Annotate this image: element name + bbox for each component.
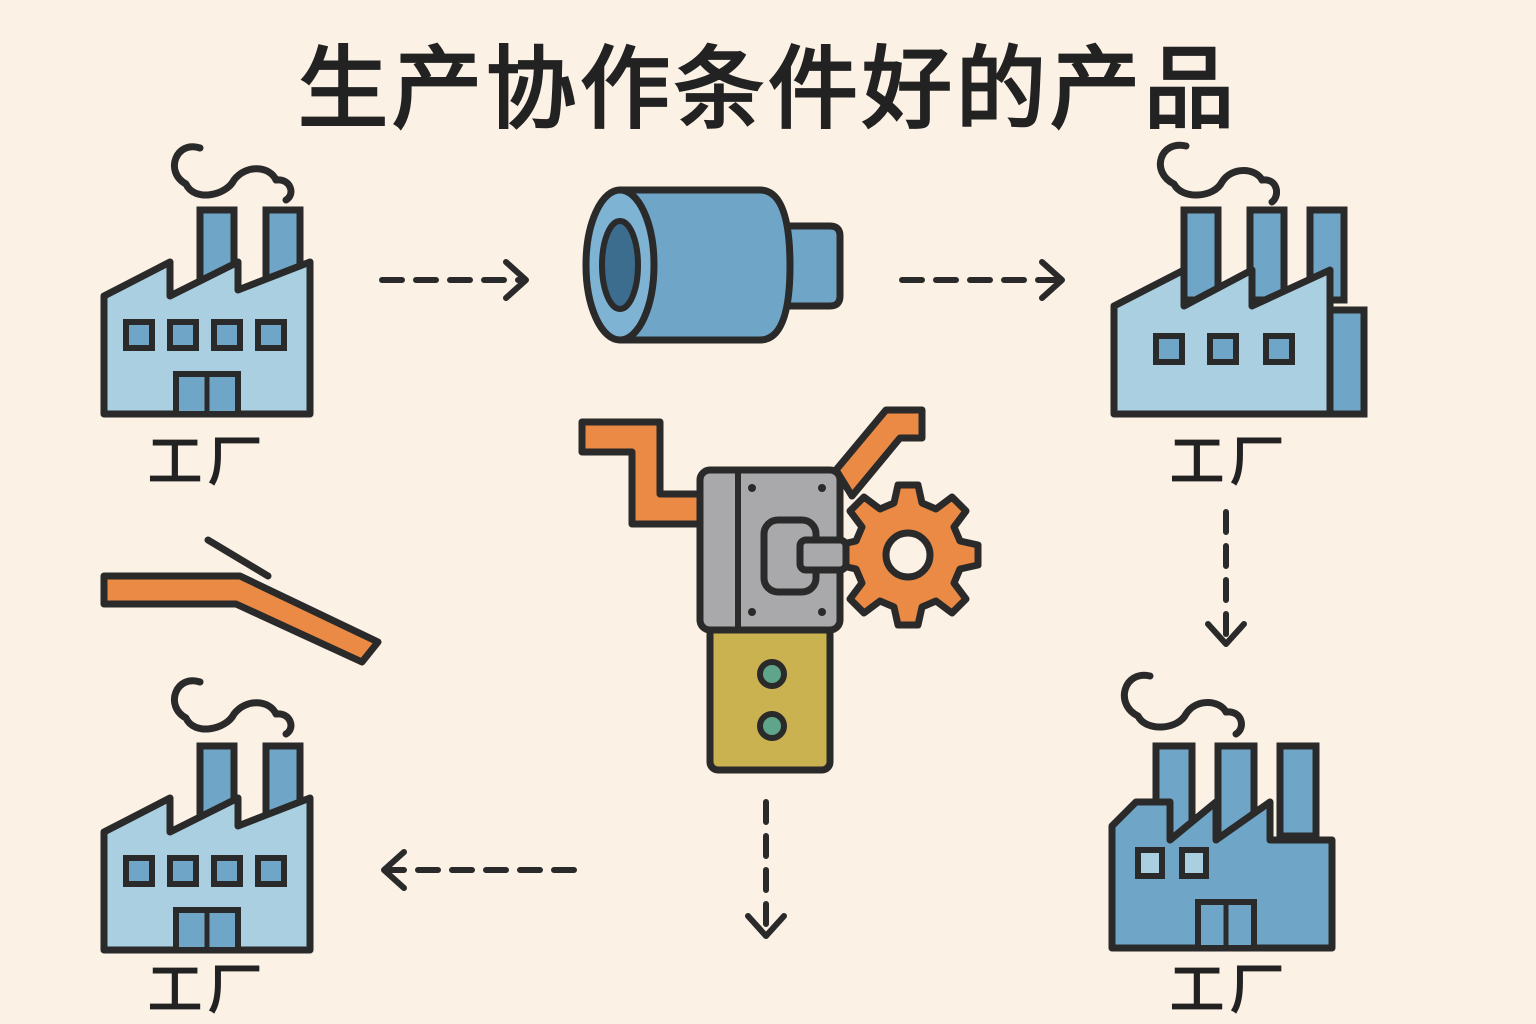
- arrow-to-factory-bottom-left: [381, 849, 577, 891]
- cylinder-part-icon: [582, 186, 844, 344]
- bar-stock-icon: [100, 536, 382, 666]
- factory-building: [1108, 798, 1336, 952]
- window: [1263, 333, 1295, 365]
- smoke-cloud-icon: [1120, 671, 1245, 738]
- factory-bottom-right: [1108, 671, 1336, 952]
- indicator-light: [757, 659, 787, 689]
- factory-label-top-right: 工厂: [1170, 430, 1290, 493]
- smoke-cloud-icon: [1156, 141, 1281, 206]
- arrow-machine-down: [745, 799, 787, 939]
- window: [1135, 847, 1165, 879]
- factory-label-bottom-right: 工厂: [1170, 958, 1290, 1021]
- factory-top-right: [1110, 141, 1368, 418]
- arrow-factory-to-part: [379, 259, 529, 301]
- window: [255, 319, 287, 351]
- side-wing: [1326, 306, 1368, 418]
- factory-label-bottom-left: 工厂: [148, 958, 268, 1021]
- crank-arm: [578, 418, 712, 528]
- factory-top-left: [100, 143, 314, 418]
- factory-bottom-left: [100, 677, 314, 954]
- factory-building: [100, 258, 314, 418]
- window: [123, 855, 155, 887]
- assembly-machine-icon: [578, 406, 982, 774]
- arrow-part-to-factory: [899, 259, 1065, 301]
- window: [211, 855, 243, 887]
- smoke-cloud-icon: [171, 143, 295, 204]
- arrow-factory-down-right: [1205, 509, 1247, 647]
- page-title: 生产协作条件好的产品: [298, 37, 1238, 142]
- window: [123, 319, 155, 351]
- shaft: [796, 536, 850, 574]
- window: [255, 855, 287, 887]
- lever-arm: [832, 406, 926, 500]
- window: [211, 319, 243, 351]
- gear-icon: [834, 481, 982, 629]
- chimney: [1276, 742, 1320, 840]
- window: [167, 855, 199, 887]
- machine-base: [706, 622, 834, 774]
- indicator-light: [757, 711, 787, 741]
- window: [1207, 333, 1239, 365]
- factory-label-top-left: 工厂: [148, 430, 268, 493]
- chimney: [1180, 206, 1222, 304]
- smoke-cloud-icon: [171, 677, 295, 738]
- window: [1179, 847, 1209, 879]
- factory-building: [100, 794, 314, 954]
- window: [167, 319, 199, 351]
- window: [1153, 333, 1185, 365]
